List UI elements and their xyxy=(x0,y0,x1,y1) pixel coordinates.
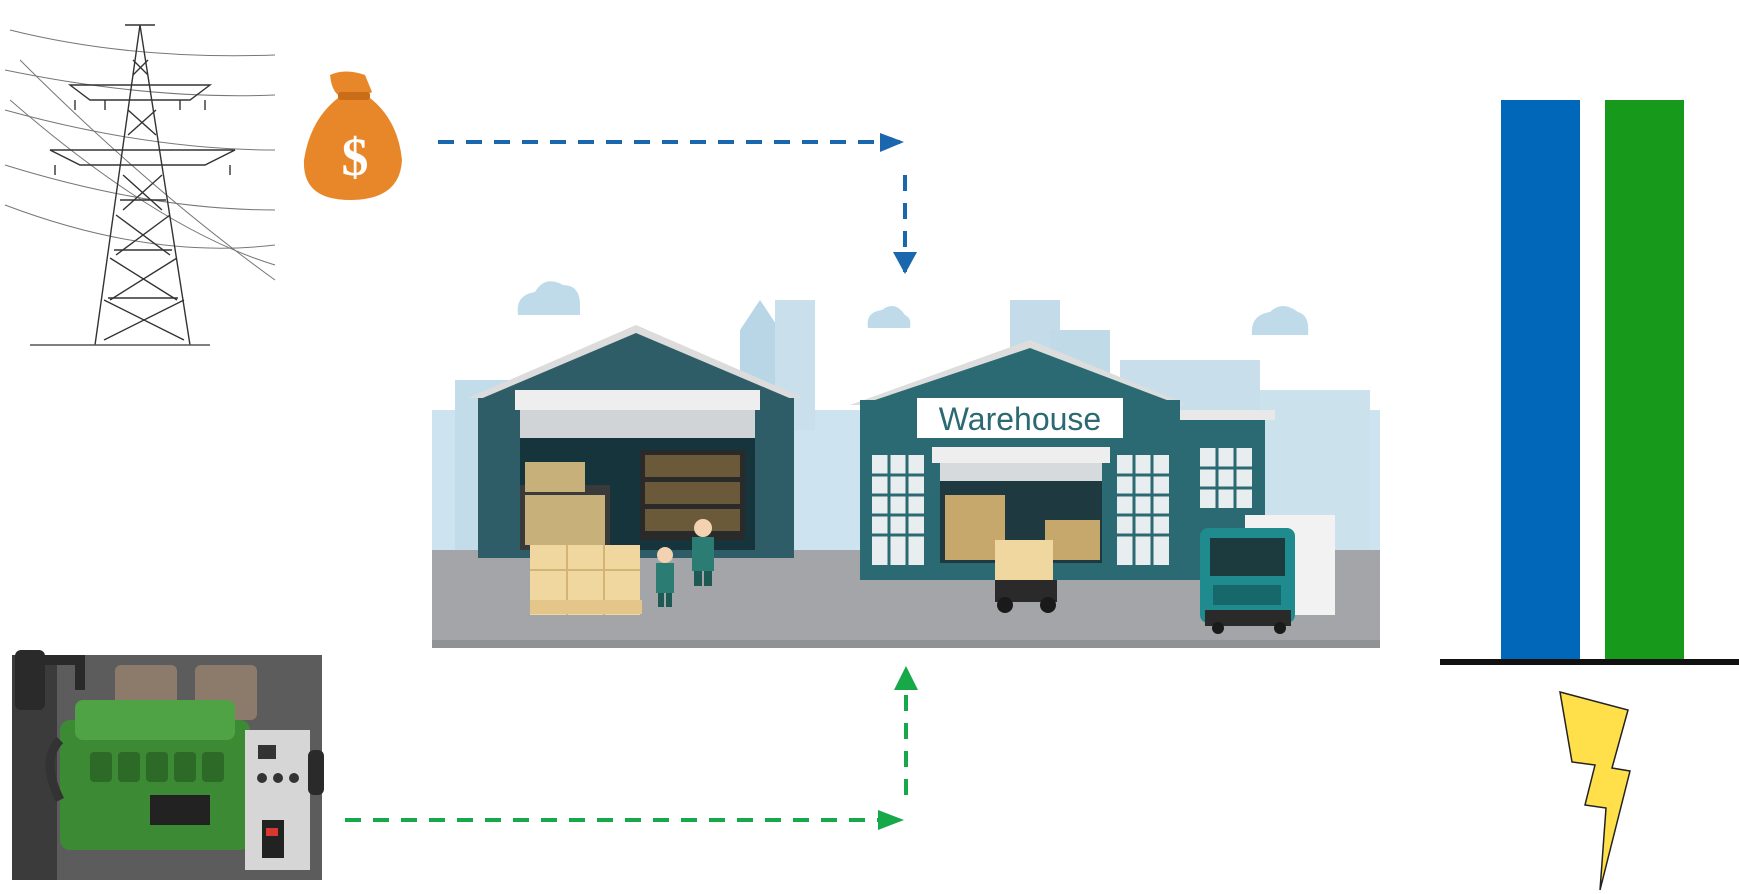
warehouse-icon: Warehouse xyxy=(432,281,1380,648)
power-transmission-tower-icon xyxy=(4,24,276,346)
bar-1 xyxy=(1501,100,1580,659)
power-cost-bar-chart xyxy=(1440,100,1739,665)
lightning-bolt-icon xyxy=(1559,690,1631,891)
generator-power-flow-arrow xyxy=(345,666,918,830)
warehouse-sign: Warehouse xyxy=(939,401,1101,437)
money-bag-icon: $ xyxy=(303,71,402,200)
money-symbol: $ xyxy=(342,127,369,187)
diesel-generator-icon xyxy=(12,650,324,880)
bar-2 xyxy=(1605,100,1684,659)
grid-power-flow-arrow xyxy=(438,133,917,274)
